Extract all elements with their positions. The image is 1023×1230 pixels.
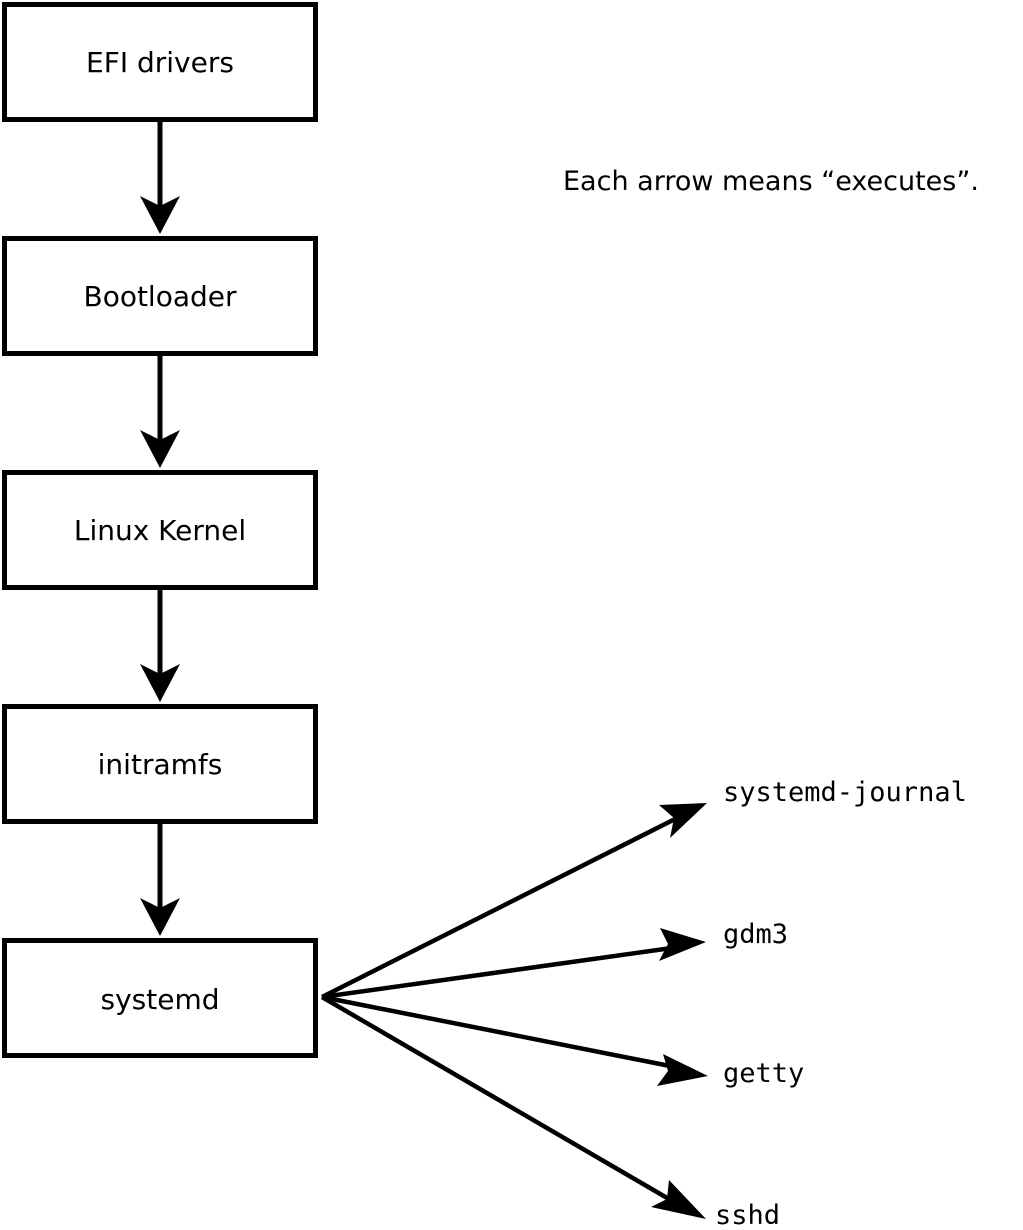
chain-node-efi-drivers[interactable]: EFI drivers [2,2,318,122]
chain-node-linux-kernel[interactable]: Linux Kernel [2,470,318,590]
arrow-systemd-to-sshd [320,995,706,1219]
node-box-rect [2,470,318,590]
arrow-initramfs-to-systemd [140,824,180,936]
arrow-head-diagonal [657,1054,708,1086]
arrow-linux-kernel-to-initramfs [140,590,180,702]
leaf-label-systemd-journal: systemd-journal [723,777,967,808]
arrow-head-diagonal [651,1180,706,1219]
arrow-systemd-to-gdm3 [321,928,706,1000]
chain-node-systemd[interactable]: systemd [2,938,318,1058]
arrow-shaft [320,813,683,1000]
node-label: EFI drivers [86,46,234,79]
diagram-annotation: Each arrow means “executes”. [563,166,979,197]
leaf-label-sshd: sshd [715,1200,780,1230]
arrow-efi-drivers-to-bootloader [140,122,180,234]
leaf-label-gdm3: gdm3 [723,919,788,950]
arrow-shaft [321,944,680,1000]
arrow-head-diagonal [659,803,707,838]
arrow-head-diagonal [659,928,706,961]
node-box-rect [2,704,318,824]
node-label: initramfs [98,748,223,781]
arrow-systemd-to-getty [321,994,708,1086]
arrow-head-down [140,898,180,936]
node-label: Bootloader [83,280,237,313]
node-box-rect [2,236,318,356]
arrow-head-down [140,664,180,702]
arrow-bootloader-to-linux-kernel [140,356,180,468]
chain-node-bootloader[interactable]: Bootloader [2,236,318,356]
arrow-head-down [140,430,180,468]
node-label: Linux Kernel [74,514,246,547]
chain-node-initramfs[interactable]: initramfs [2,704,318,824]
node-box-rect [2,2,318,122]
arrow-shaft [320,995,676,1204]
arrow-shaft [321,994,681,1071]
arrow-head-down [140,196,180,234]
node-box-rect [2,938,318,1058]
arrow-systemd-to-systemd-journal [320,803,707,1000]
node-label: systemd [101,983,220,1016]
leaf-label-getty: getty [723,1058,804,1089]
